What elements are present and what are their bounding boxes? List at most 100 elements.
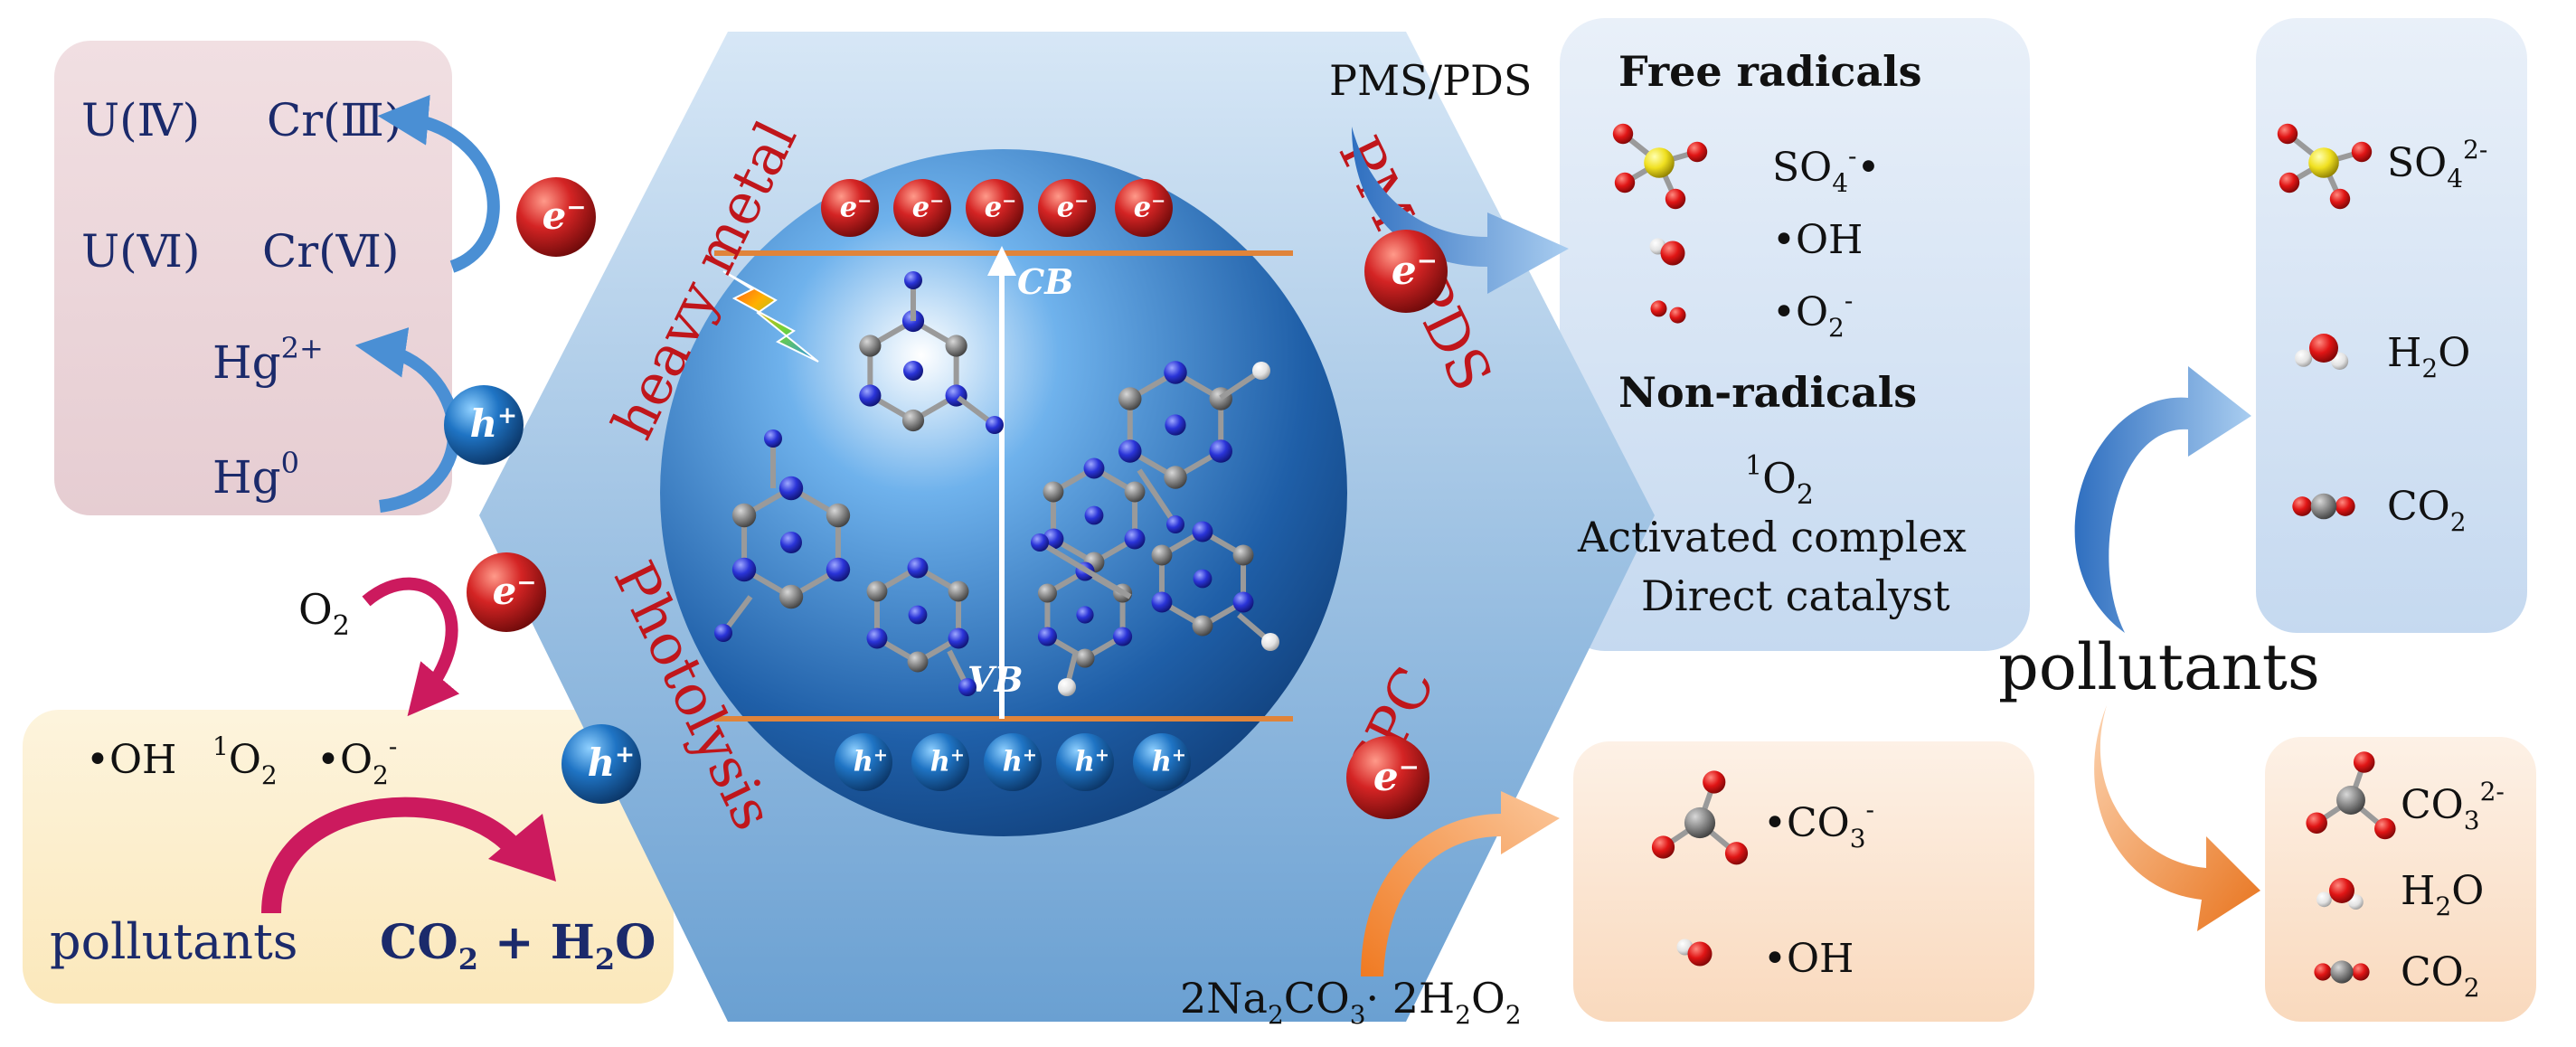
spc-molecules (1651, 770, 1749, 967)
heptazine-bottom-center (908, 605, 928, 625)
heptazine-right-low-arm-1-atom (1261, 633, 1279, 651)
product-carbonate-molecule-o-0 (2353, 751, 2375, 773)
heptazine-right-top-atom-2 (1118, 439, 1142, 463)
pms-electron-symbol: e− (1392, 246, 1438, 294)
pms-hydroxyl-molecule (1649, 238, 1685, 266)
heptazine-top-atom-3 (859, 335, 882, 357)
heptazine-bottom-atom-2 (866, 627, 888, 649)
degradation-arrowhead (488, 814, 556, 882)
pms-dioxygen-molecule (1650, 300, 1686, 324)
heptazine-link-2-atom (1166, 515, 1184, 533)
photolysis-hole-ball (561, 724, 641, 804)
spc-product-water-molecule-o (2329, 878, 2354, 903)
spc-oh-radical: •OH (1763, 936, 1854, 982)
heptazine-bottom-atom-4 (907, 557, 929, 579)
heptazine-link-1-bond (1038, 540, 1132, 599)
spc-carbonate-radical: •CO3- (1763, 795, 1874, 854)
light-bolt-icon (722, 270, 819, 363)
product-sulfate-molecule-o-1 (2351, 141, 2373, 163)
photolysis-hole-symbol: h+ (588, 740, 636, 785)
heptazine-top-arm-1 (904, 271, 922, 321)
pms-electron-ball (1364, 230, 1448, 313)
vb-hole-2-ball (911, 733, 969, 791)
spc-carbonate-molecule-o-1 (1651, 835, 1675, 859)
spc-carbonate-molecule-c (1684, 806, 1716, 839)
spc-carbonate-molecule-o-2 (1724, 842, 1749, 865)
pms-products-box (2256, 18, 2527, 633)
pollutant-to-pms-products-arrow (2074, 366, 2251, 633)
heptazine-right-top-atom-4 (1164, 361, 1187, 384)
heptazine-right-low-atom-3 (1151, 544, 1173, 566)
heptazine-right-low-atom-1 (1192, 615, 1213, 637)
pms-sulfate-molecule-o-3 (1665, 188, 1686, 210)
cb-electron-3-symbol: e− (985, 190, 1016, 223)
heptazine-top-arm-1-atom (904, 271, 922, 289)
vb-hole-3-symbol: h+ (1003, 744, 1037, 778)
spc-product-water-molecule (2317, 878, 2364, 910)
cb-electron-1: e− (821, 179, 879, 237)
cb-electron-1-ball (821, 179, 879, 237)
heptazine-right-top-atom-1 (1164, 466, 1187, 489)
non-radicals-heading: Non-radicals (1618, 368, 1917, 417)
pms-singlet-oxygen: 1O2 (1745, 450, 1814, 511)
heptazine-right-low-atom-5 (1232, 544, 1254, 566)
heptazine-right-low-atom-0 (1232, 591, 1254, 613)
spc-products-box (2265, 737, 2536, 1022)
product-sulfate-molecule-o-0 (2277, 123, 2298, 145)
spc-electron-ball (1346, 736, 1430, 819)
heptazine-right-top-arm-1 (1219, 362, 1270, 401)
heptazine-left (731, 476, 851, 609)
spc-reagent-label: 2Na2CO3· 2H2O2 (1180, 974, 1522, 1030)
hg2-label: Hg2+ (212, 331, 324, 389)
photolysis-electron-symbol: e− (493, 569, 537, 613)
cb-electron-2: e− (893, 179, 951, 237)
heptazine-right-top-center (1165, 414, 1186, 436)
pms-dioxygen-molecule-o2 (1669, 307, 1686, 324)
product-co2-molecule-c (2310, 493, 2337, 520)
heavy-metal-electron: e− (516, 177, 596, 257)
heptazine-bottom-atom-3 (866, 580, 888, 602)
vb-hole-3-ball (984, 733, 1042, 791)
product-water-molecule-o (2309, 334, 2338, 363)
spc-electron: e− (1346, 736, 1430, 819)
right-particles: e− e− (1346, 230, 1448, 819)
photolysis-box (23, 710, 674, 1004)
pms-so4-radical: SO4-• (1772, 141, 1880, 198)
vb-hole-4: h+ (1056, 733, 1114, 791)
spc-hydroxyl-molecule-o (1687, 941, 1713, 967)
degradation-arrow (261, 797, 533, 914)
product-carbonate-molecule-o-2 (2374, 817, 2396, 840)
heptazine-left-atom-4 (778, 476, 804, 501)
vb-hole-1: h+ (835, 733, 892, 791)
heptazine-bottom-arm-1-atom (958, 678, 977, 696)
vb-hole-5-symbol: h+ (1152, 744, 1186, 778)
product-carbonate: CO32- (2401, 777, 2505, 835)
u6-label: U(Ⅵ) (81, 225, 200, 278)
pms-reagent-label: PMS/PDS (1329, 56, 1532, 105)
heptazine-left-arm-2-atom (714, 624, 732, 642)
heptazine-right-mid-atom-3 (1043, 481, 1064, 503)
g-c3n4-molecules (714, 271, 1279, 696)
spc-product-co2-molecule-o1 (2314, 963, 2332, 981)
band-gap-arrowhead (987, 246, 1016, 276)
pms-superoxide: •O2- (1772, 286, 1853, 343)
vb-hole-3: h+ (984, 733, 1042, 791)
vb-hole-2: h+ (911, 733, 969, 791)
vb-hole-4-ball (1056, 733, 1114, 791)
pms-sulfate-molecule (1612, 123, 1708, 210)
heptazine-top-atom-2 (859, 384, 882, 407)
heptazine-right-low-atom-2 (1151, 591, 1173, 613)
photolysis-products: CO2 + H2O (380, 915, 656, 976)
pms-electron: e− (1364, 230, 1448, 313)
product-co2-molecule (2292, 493, 2355, 520)
spc-carbonate-molecule (1651, 770, 1749, 865)
heavy-metal-electron-symbol: e− (543, 193, 587, 238)
spc-product-co2: CO2 (2401, 949, 2480, 1003)
heptazine-top-center (903, 361, 923, 381)
spc-product-co2-molecule-c (2330, 960, 2354, 984)
superoxide-label: •O2- (316, 731, 397, 790)
direct-catalyst: Direct catalyst (1641, 571, 1950, 620)
product-co2-molecule-o2 (2335, 496, 2355, 516)
photolysis-electron-ball (467, 552, 546, 632)
product-carbonate-molecule-c (2336, 786, 2365, 815)
